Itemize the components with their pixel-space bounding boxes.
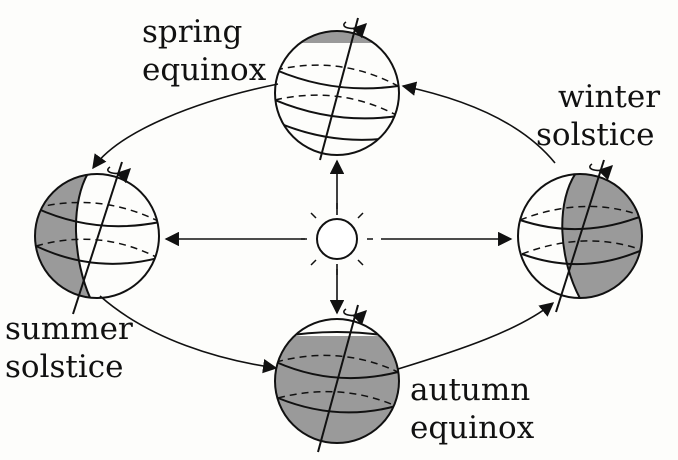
- globe-spring-equinox: [270, 18, 410, 160]
- label-autumn-line2: equinox: [410, 410, 535, 446]
- night-shading: [562, 170, 650, 302]
- label-summer-solstice: summer solstice: [5, 311, 133, 385]
- label-spring-equinox: spring equinox: [142, 14, 267, 88]
- label-summer-line2: solstice: [5, 349, 123, 385]
- label-winter-line1: winter: [558, 79, 660, 115]
- globe-summer-solstice: [30, 162, 160, 314]
- night-shading: [270, 336, 410, 446]
- globe-winter-solstice: [518, 160, 650, 312]
- orbit-arrow-spring-to-summer: [93, 84, 278, 168]
- label-spring-line1: spring: [142, 14, 242, 50]
- globe-autumn-equinox: [270, 305, 410, 452]
- orbit-arrow-autumn-to-winter: [398, 303, 553, 369]
- label-autumn-equinox: autumn equinox: [410, 372, 535, 446]
- orbit-arrow-winter-to-spring: [403, 86, 555, 163]
- label-spring-line2: equinox: [142, 52, 267, 88]
- label-winter-line2: solstice: [536, 117, 654, 153]
- label-autumn-line1: autumn: [410, 372, 530, 408]
- label-summer-line1: summer: [5, 311, 133, 347]
- label-winter-solstice: winter solstice: [536, 79, 660, 153]
